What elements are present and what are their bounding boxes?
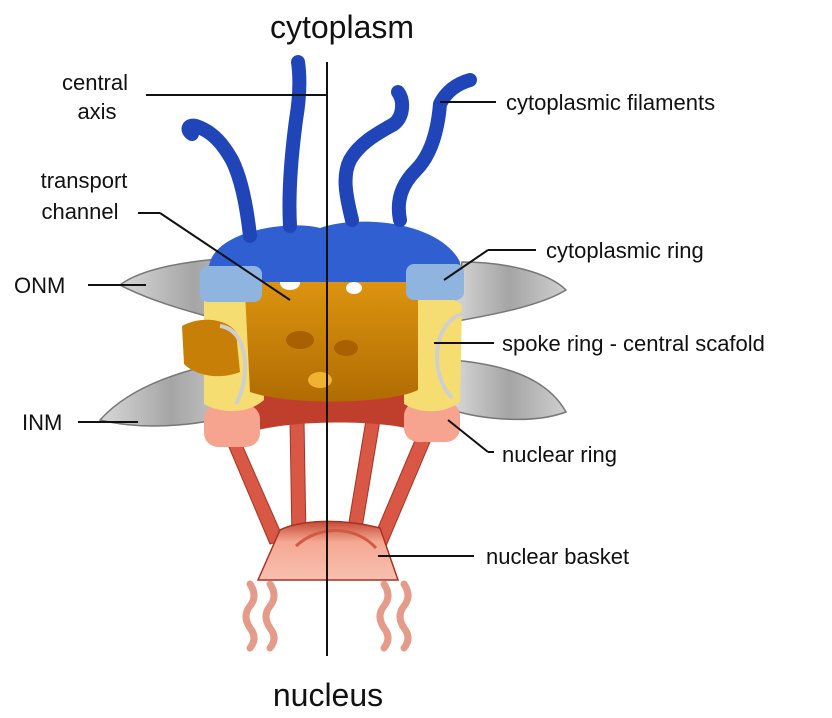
cytoplasm-title: cytoplasm <box>270 9 414 45</box>
nuclear-basket-label: nuclear basket <box>486 544 629 569</box>
cytoplasmic-filaments-label: cytoplasmic filaments <box>506 90 715 115</box>
onm-label: ONM <box>14 273 65 298</box>
cytoplasmic-ring-label: cytoplasmic ring <box>546 238 704 263</box>
transport-channel-label-line1: transport <box>41 168 128 193</box>
nucleus-title: nucleus <box>273 677 383 713</box>
central-axis-label-line2: axis <box>77 99 116 124</box>
central-axis-label-line1: central <box>62 70 128 95</box>
inm-label: INM <box>22 410 62 435</box>
transport-channel-label-line2: channel <box>41 199 118 224</box>
nuclear-ring-label: nuclear ring <box>502 442 617 467</box>
cytoplasmic-filaments <box>189 62 470 236</box>
spoke-ring-label: spoke ring - central scafold <box>502 331 765 356</box>
